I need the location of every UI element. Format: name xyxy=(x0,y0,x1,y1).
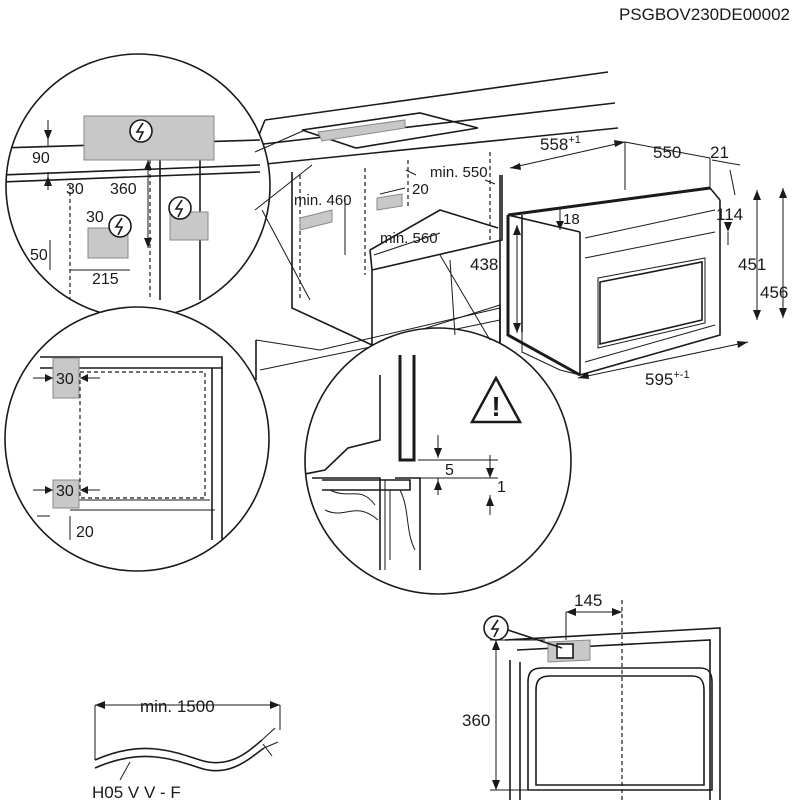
oven-height-inner: 438 xyxy=(470,255,498,274)
side-gap-top: 30 xyxy=(56,371,74,388)
oven-front-depth: 21 xyxy=(710,143,729,162)
cabinet-min-depth: min. 460 xyxy=(294,192,352,209)
oven-isometric xyxy=(506,186,721,377)
niche-detail-circle xyxy=(5,53,271,319)
caution-detail-circle: ! xyxy=(304,327,572,595)
connection-offset: 145 xyxy=(574,591,602,610)
cabinet-min-width: min. 550 xyxy=(430,164,488,181)
niche-dim-side-gap: 30 xyxy=(86,209,104,226)
connection-height: 360 xyxy=(462,711,490,730)
cable-min-length: min. 1500 xyxy=(140,697,215,716)
warning-exclamation-icon: ! xyxy=(491,391,500,422)
cable-drawing xyxy=(94,701,281,781)
oven-depth: 558+1 xyxy=(540,134,581,154)
cabinet-min-front: min. 560 xyxy=(380,230,438,247)
niche-dim-top: 90 xyxy=(32,150,50,167)
cabinet-isometric xyxy=(254,71,619,380)
cable-type: H05 V V - F xyxy=(92,783,181,800)
niche-dim-width: 215 xyxy=(92,271,119,288)
oven-body-depth: 550 xyxy=(653,143,681,162)
caution-gap-1: 1 xyxy=(497,479,506,496)
document-code: PSGBOV230DE00002 xyxy=(619,5,790,24)
niche-dim-height: 360 xyxy=(110,181,137,198)
side-gap-bottom: 30 xyxy=(56,483,74,500)
niche-dim-upper-gap: 30 xyxy=(66,181,84,198)
oven-panel: 18 xyxy=(563,211,580,228)
side-detail-circle xyxy=(4,306,270,572)
caution-gap-5: 5 xyxy=(445,462,454,479)
oven-height-body: 451 xyxy=(738,255,766,274)
oven-width: 595+-1 xyxy=(645,369,690,389)
cabinet-gap: 20 xyxy=(412,181,429,198)
side-offset: 20 xyxy=(76,524,94,541)
niche-dim-bottom: 50 xyxy=(30,247,48,264)
oven-upper-height: 114 xyxy=(716,205,743,224)
oven-height-total: 456 xyxy=(760,283,788,302)
connection-front-view xyxy=(483,600,721,800)
